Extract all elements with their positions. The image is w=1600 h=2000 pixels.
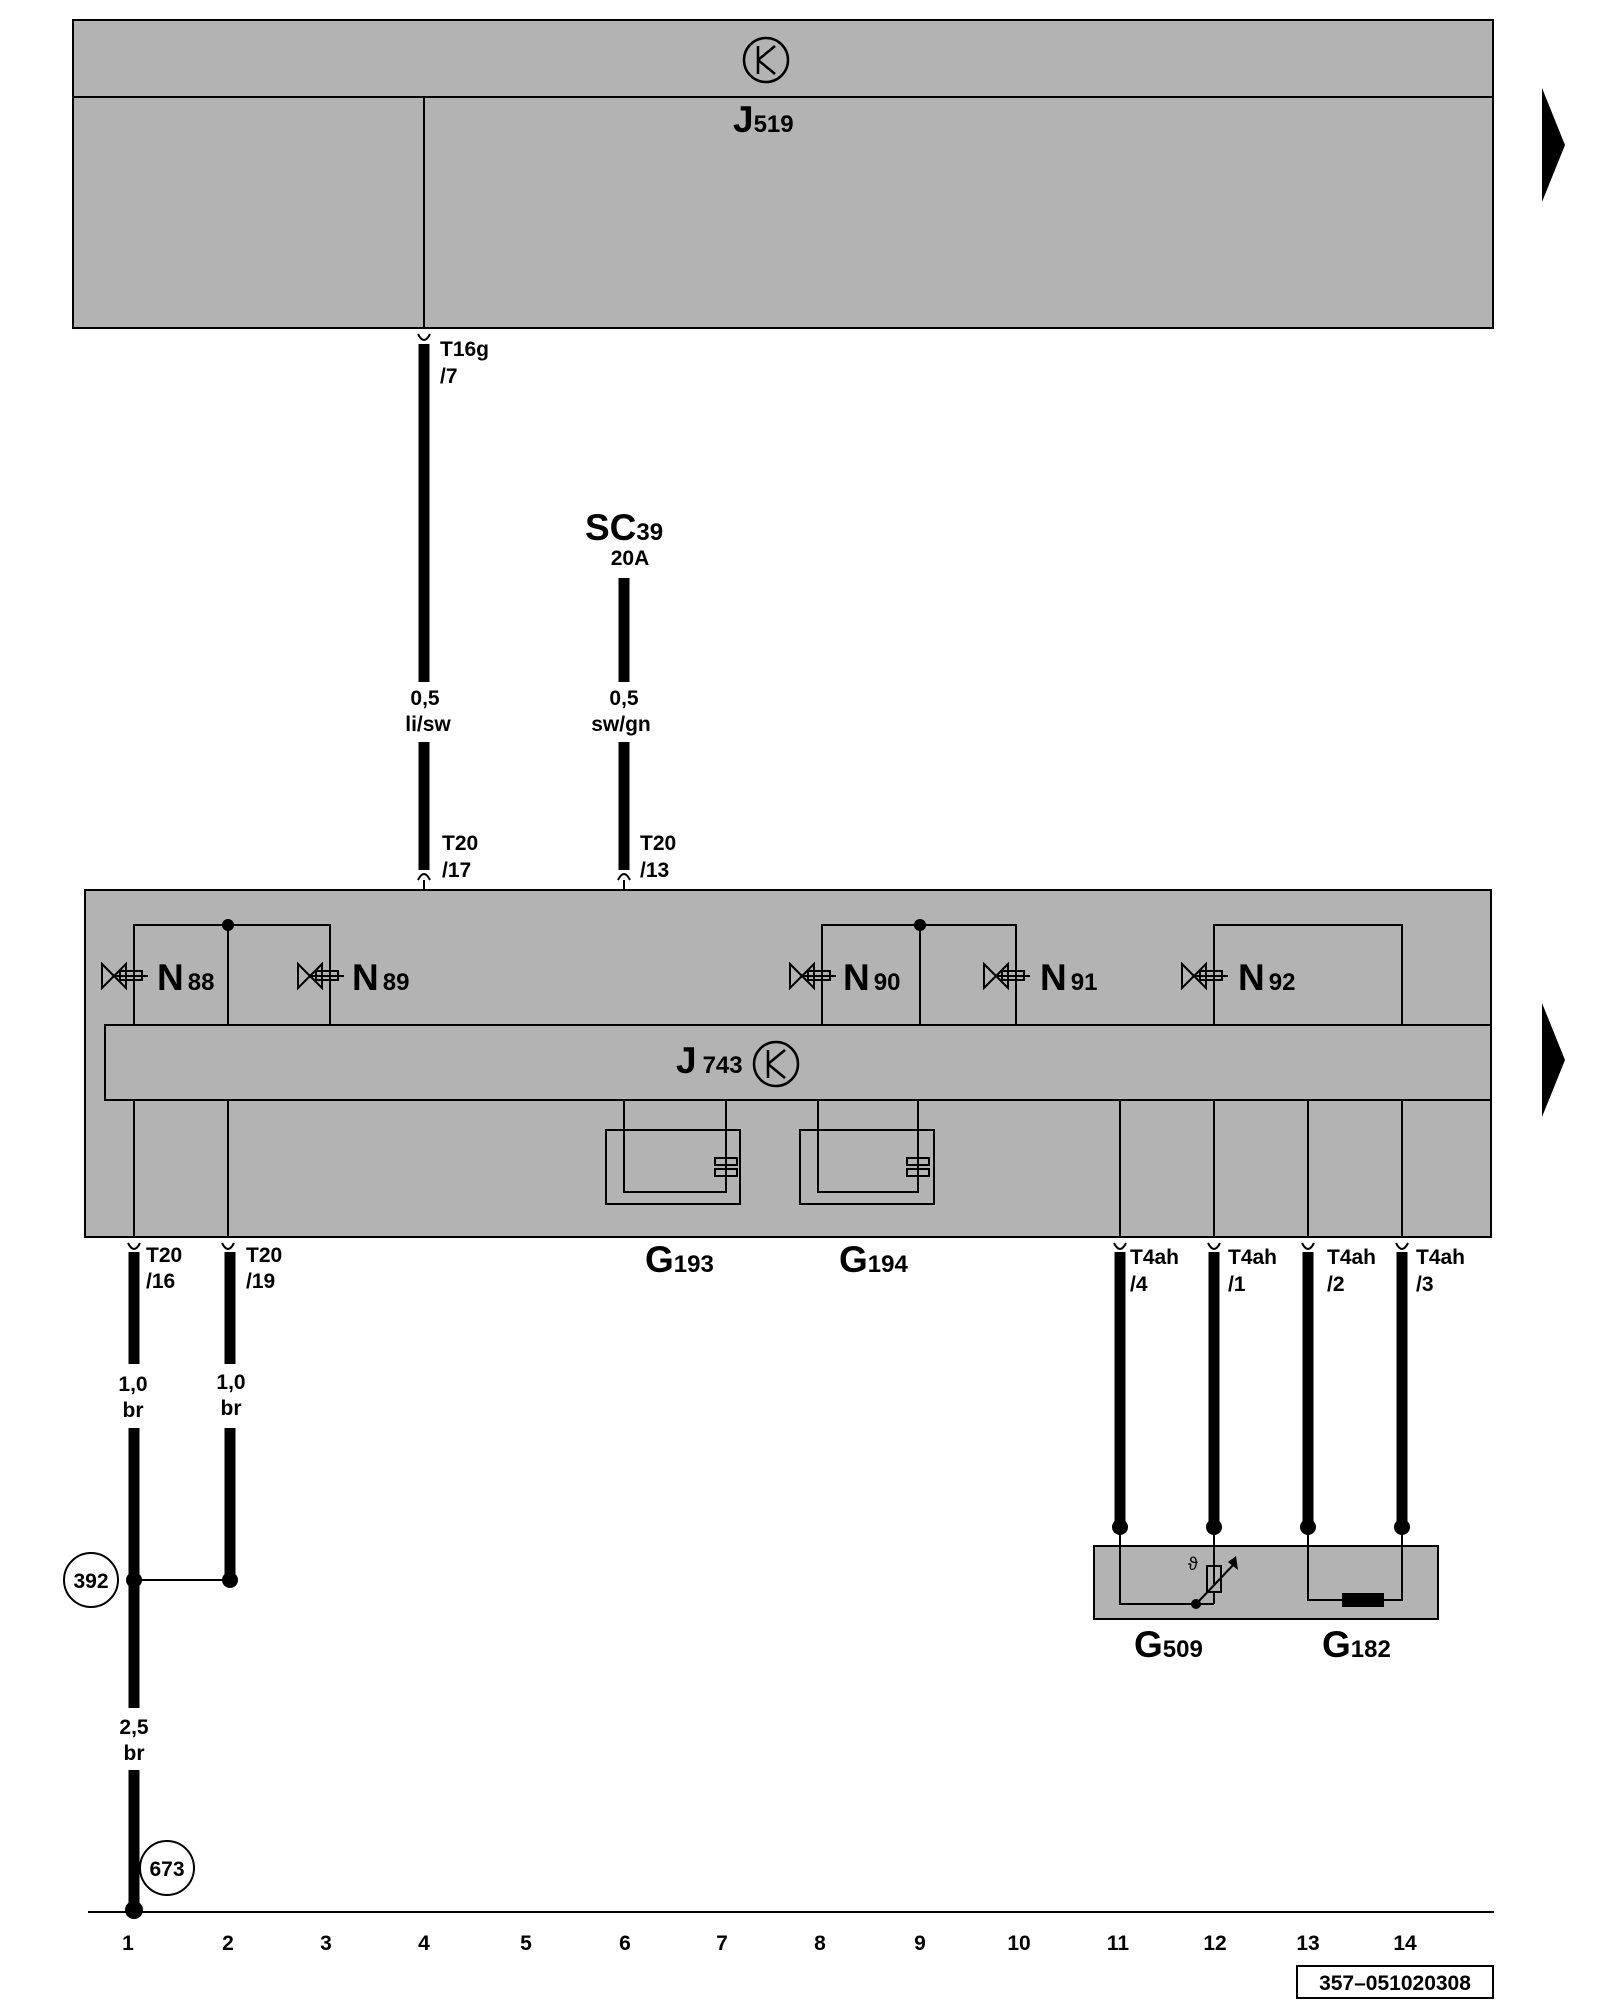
track-number: 1 — [122, 1932, 134, 1955]
wire-size-w4: 0,5 — [410, 687, 440, 710]
wire-color-w6: sw/gn — [591, 713, 651, 736]
wire-track-1 — [125, 1242, 143, 1919]
wire-color-w4: li/sw — [405, 713, 451, 736]
solenoid-valve-n92-icon — [1181, 961, 1228, 991]
wire-color-w2: br — [221, 1397, 242, 1420]
connector-t20-17-pin: /17 — [442, 859, 471, 882]
connector-t20-19-pin: /19 — [246, 1270, 275, 1293]
connector-t20-19-label: T20 — [246, 1244, 282, 1267]
track-number: 8 — [814, 1932, 826, 1955]
reference-392: 392 — [63, 1552, 119, 1608]
wire-track-2 — [134, 1242, 238, 1588]
continuation-arrow-top — [1542, 88, 1565, 202]
connector-t4ah-4-label: T4ah — [1130, 1246, 1179, 1269]
pressure-sender-g193 — [605, 1100, 741, 1205]
wires-tracks-11-14 — [1112, 1242, 1410, 1535]
solenoid-valve-n91-icon — [983, 961, 1030, 991]
track-number: 6 — [619, 1932, 631, 1955]
g193-label: G193 — [645, 1239, 714, 1280]
control-unit-j519: J519 — [72, 19, 1494, 329]
solenoid-valve-n90-icon — [789, 961, 836, 991]
connector-t4ah-2-pin: /2 — [1327, 1273, 1345, 1296]
fuse-sc39-label: SC39 — [585, 507, 663, 548]
j519-housing — [72, 19, 1494, 329]
track-number: 13 — [1296, 1932, 1319, 1955]
track-number: 5 — [520, 1932, 532, 1955]
connector-t4ah-1-label: T4ah — [1228, 1246, 1277, 1269]
j519-label: J519 — [733, 99, 794, 140]
g509-label: G509 — [1134, 1624, 1203, 1665]
wire-size-w6: 0,5 — [609, 687, 639, 710]
connector-t20-16-pin: /16 — [146, 1270, 175, 1293]
track-number: 7 — [716, 1932, 728, 1955]
temperature-symbol: ϑ — [1188, 1554, 1198, 1574]
track-number: 9 — [914, 1932, 926, 1955]
wire-color-w1a: br — [123, 1399, 144, 1422]
connector-t4ah-3-label: T4ah — [1416, 1246, 1465, 1269]
svg-text:357–051020308: 357–051020308 — [1319, 1972, 1471, 1995]
resistor-g182-icon — [1342, 1593, 1384, 1607]
connector-t20-13-pin: /13 — [640, 859, 669, 882]
track-number: 2 — [222, 1932, 234, 1955]
electronic-module-icon — [752, 1040, 800, 1088]
reference-673: 673 — [139, 1840, 195, 1896]
connector-t20-16-label: T20 — [146, 1244, 182, 1267]
wire-size-w1b: 2,5 — [119, 1716, 149, 1739]
connector-t16g-pin: /7 — [440, 365, 458, 388]
wire-color-w1b: br — [124, 1742, 145, 1765]
electronic-module-icon — [742, 36, 790, 84]
track-number: 12 — [1203, 1932, 1226, 1955]
connector-t4ah-4-pin: /4 — [1130, 1273, 1148, 1296]
connector-t4ah-2-label: T4ah — [1327, 1246, 1376, 1269]
connector-t4ah-1-pin: /1 — [1228, 1273, 1246, 1296]
connector-t20-17-label: T20 — [442, 832, 478, 855]
solenoid-valve-n89-icon — [297, 961, 344, 991]
pressure-sender-g194 — [799, 1100, 935, 1205]
document-number: 357–051020308 — [1296, 1965, 1494, 1999]
track-number: 10 — [1007, 1932, 1030, 1955]
continuation-arrow-bottom — [1542, 1003, 1565, 1117]
track-number: 3 — [320, 1932, 332, 1955]
g182-label: G182 — [1322, 1624, 1391, 1665]
track-number: 4 — [418, 1932, 430, 1955]
track-number: 11 — [1107, 1932, 1130, 1955]
svg-text:673: 673 — [149, 1858, 184, 1881]
wire-size-w2: 1,0 — [216, 1371, 245, 1394]
connector-t20-13-label: T20 — [640, 832, 676, 855]
track-number: 14 — [1393, 1932, 1417, 1955]
solenoid-valve-n88-icon — [101, 961, 148, 991]
wire-size-w1a: 1,0 — [118, 1373, 147, 1396]
sensor-housing-g509-g182: ϑ — [1093, 1527, 1439, 1620]
connector-t16g-label: T16g — [440, 338, 489, 361]
connector-t4ah-3-pin: /3 — [1416, 1273, 1434, 1296]
g194-label: G194 — [839, 1239, 908, 1280]
svg-text:392: 392 — [73, 1570, 108, 1593]
fuse-sc39-rating: 20A — [611, 547, 650, 570]
